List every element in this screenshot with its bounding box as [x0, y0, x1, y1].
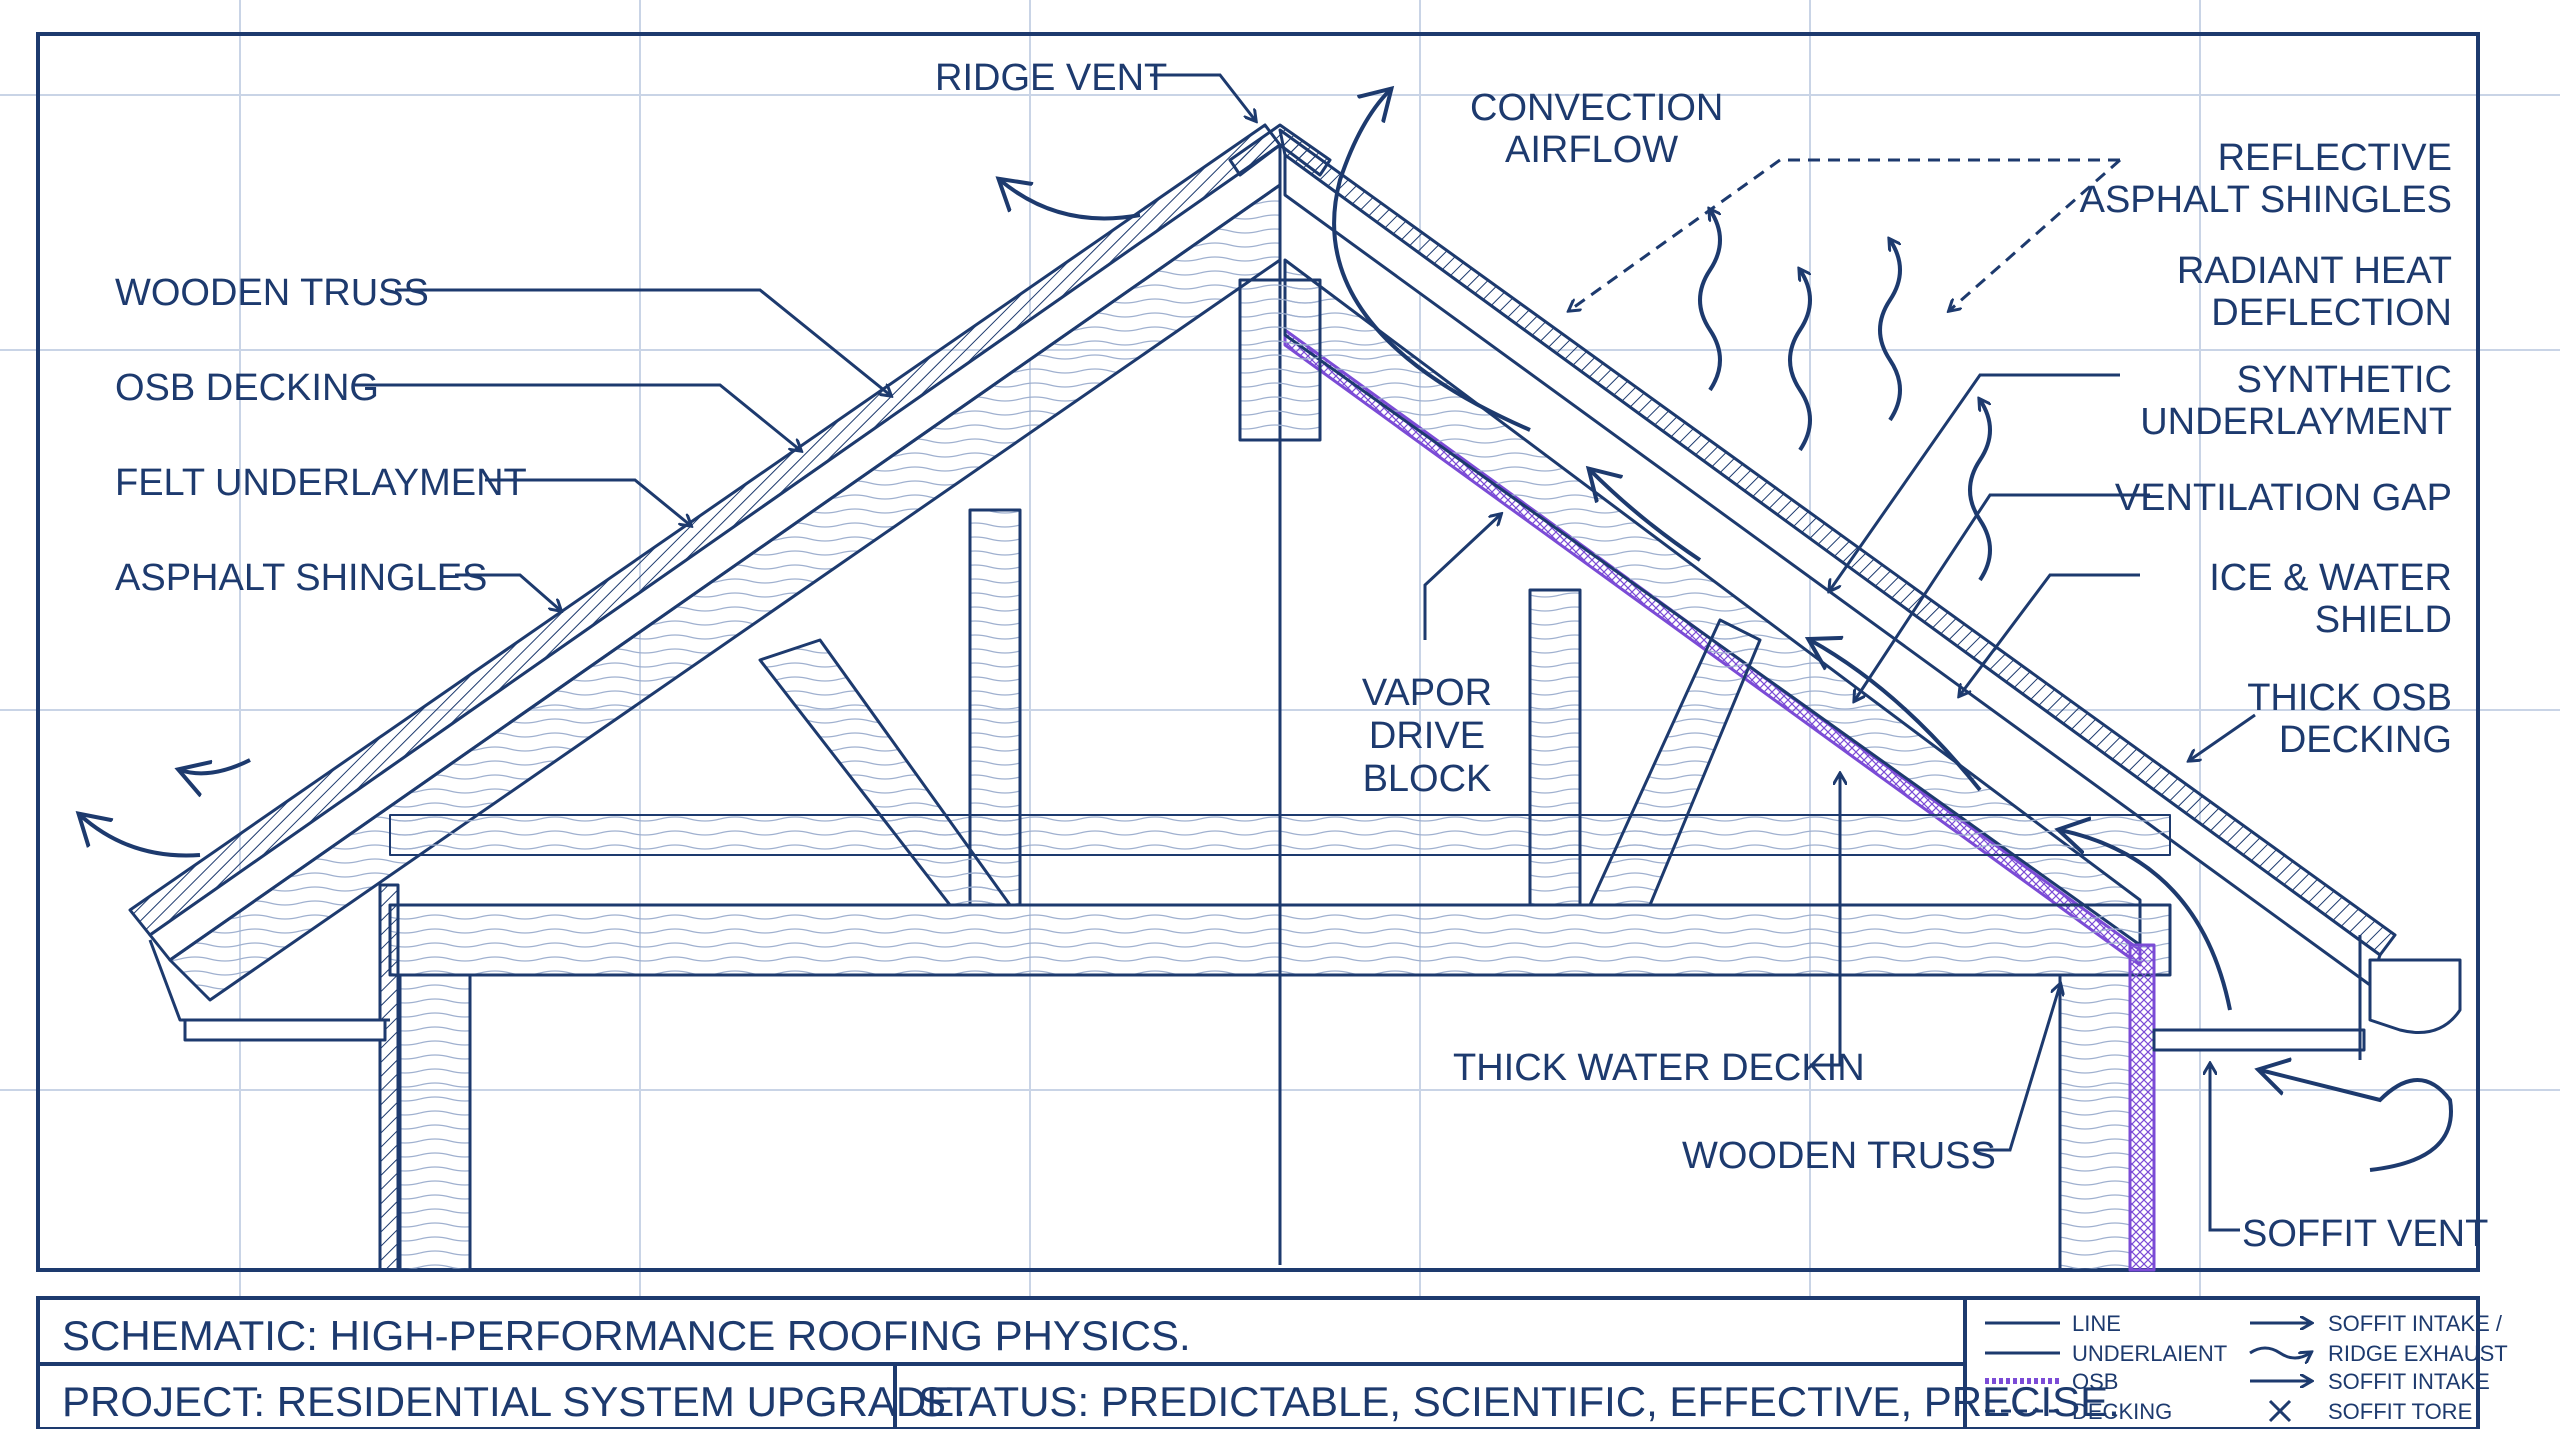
- title-status: STATUS: PREDICTABLE, SCIENTIFIC, EFFECTI…: [918, 1378, 2120, 1425]
- label-ventilation-gap: VENTILATION GAP: [2115, 477, 2452, 519]
- label-wooden-truss-left: WOODEN TRUSS: [115, 272, 429, 314]
- label-reflective-1: REFLECTIVE: [2218, 137, 2452, 179]
- title-project: PROJECT: RESIDENTIAL SYSTEM UPGRADE.: [62, 1378, 966, 1425]
- asphalt-shingle-layer-left: [128, 123, 1282, 937]
- callout-labels: RIDGE VENT CONVECTION AIRFLOW REFLECTIVE…: [115, 57, 2488, 1255]
- label-vapor-3: BLOCK: [1363, 758, 1492, 800]
- legend-ridge-exhaust: RIDGE EXHAUST: [2328, 1341, 2508, 1366]
- ridge-cap: [1228, 123, 1332, 177]
- radiant-wave-3: [1878, 240, 1902, 422]
- radiant-wave-2: [1788, 270, 1812, 452]
- eave-exhaust-arrow-2: [80, 815, 201, 858]
- drawing-frame: [36, 32, 2480, 1272]
- label-vapor-1: VAPOR: [1362, 672, 1492, 714]
- label-radiant-2: DEFLECTION: [2211, 292, 2452, 334]
- title-schematic: SCHEMATIC: HIGH-PERFORMANCE ROOFING PHYS…: [62, 1312, 1191, 1359]
- leader-lines: [355, 73, 2256, 1232]
- roof-structure: [128, 123, 2462, 1272]
- ridge-block: [1238, 278, 1322, 442]
- left-wall: [378, 883, 400, 1272]
- right-soffit-board: [2152, 1028, 2366, 1052]
- legend-soffit-intake-2: SOFFIT INTAKE: [2328, 1369, 2490, 1394]
- label-ridge-vent: RIDGE VENT: [935, 57, 1167, 99]
- label-osb-decking: OSB DECKING: [115, 367, 379, 409]
- eave-exhaust-arrow-1: [180, 758, 251, 773]
- label-convection-1: CONVECTION: [1470, 87, 1723, 129]
- radiant-wave-1: [1698, 210, 1722, 392]
- legend-underlaient: UNDERLAIENT: [2072, 1341, 2227, 1366]
- label-wooden-truss-right: WOODEN TRUSS: [1682, 1135, 1996, 1177]
- ridge-exhaust-arrow-left: [1000, 180, 1141, 221]
- convection-airflow-arrow: [1332, 90, 1531, 432]
- right-stud: [2058, 973, 2132, 1272]
- label-soffit-vent: SOFFIT VENT: [2242, 1213, 2488, 1255]
- left-soffit-board: [183, 1018, 387, 1042]
- truss-post-right: [1528, 588, 1582, 907]
- intake-arrow-1: [1590, 470, 1702, 562]
- label-thick-osb-1: THICK OSB: [2247, 677, 2452, 719]
- right-wall: [2128, 943, 2156, 1272]
- label-reflective-2: ASPHALT SHINGLES: [2080, 179, 2452, 221]
- label-asphalt-shingles: ASPHALT SHINGLES: [115, 557, 487, 599]
- web-diagonal-right: [1588, 618, 1762, 907]
- gutter: [2368, 958, 2462, 1034]
- legend-decking: DECKING: [2072, 1399, 2172, 1424]
- legend-soffit-intake: SOFFIT INTAKE /: [2328, 1311, 2503, 1336]
- label-vapor-2: DRIVE: [1369, 715, 1485, 757]
- legend-line: LINE: [2072, 1311, 2121, 1336]
- radiant-wave-4: [1968, 400, 1992, 582]
- label-synthetic-1: SYNTHETIC: [2237, 359, 2452, 401]
- label-thick-osb-2: DECKING: [2279, 719, 2452, 761]
- legend: [1985, 1323, 2310, 1423]
- soffit-intake-arrow: [2260, 1070, 2453, 1172]
- airflow-arrows: [80, 90, 2453, 1172]
- label-ice-1: ICE & WATER: [2209, 557, 2452, 599]
- intake-arrow-3: [2060, 830, 2232, 1011]
- label-felt-underlayment: FELT UNDERLAYMENT: [115, 462, 527, 504]
- legend-osb: OSB: [2072, 1369, 2118, 1394]
- truss-post-left: [968, 508, 1022, 907]
- label-thick-water-deckin: THICK WATER DECKIN: [1453, 1047, 1865, 1089]
- label-convection-2: AIRFLOW: [1505, 129, 1678, 171]
- label-ice-2: SHIELD: [2315, 599, 2452, 641]
- web-diagonal-left: [758, 638, 1012, 907]
- intake-arrow-2: [1810, 640, 1982, 792]
- left-stud: [398, 973, 472, 1272]
- label-radiant-1: RADIANT HEAT: [2177, 250, 2452, 292]
- legend-soffit-tore: SOFFIT TORE: [2328, 1399, 2472, 1424]
- label-synthetic-2: UNDERLAYMENT: [2140, 401, 2452, 443]
